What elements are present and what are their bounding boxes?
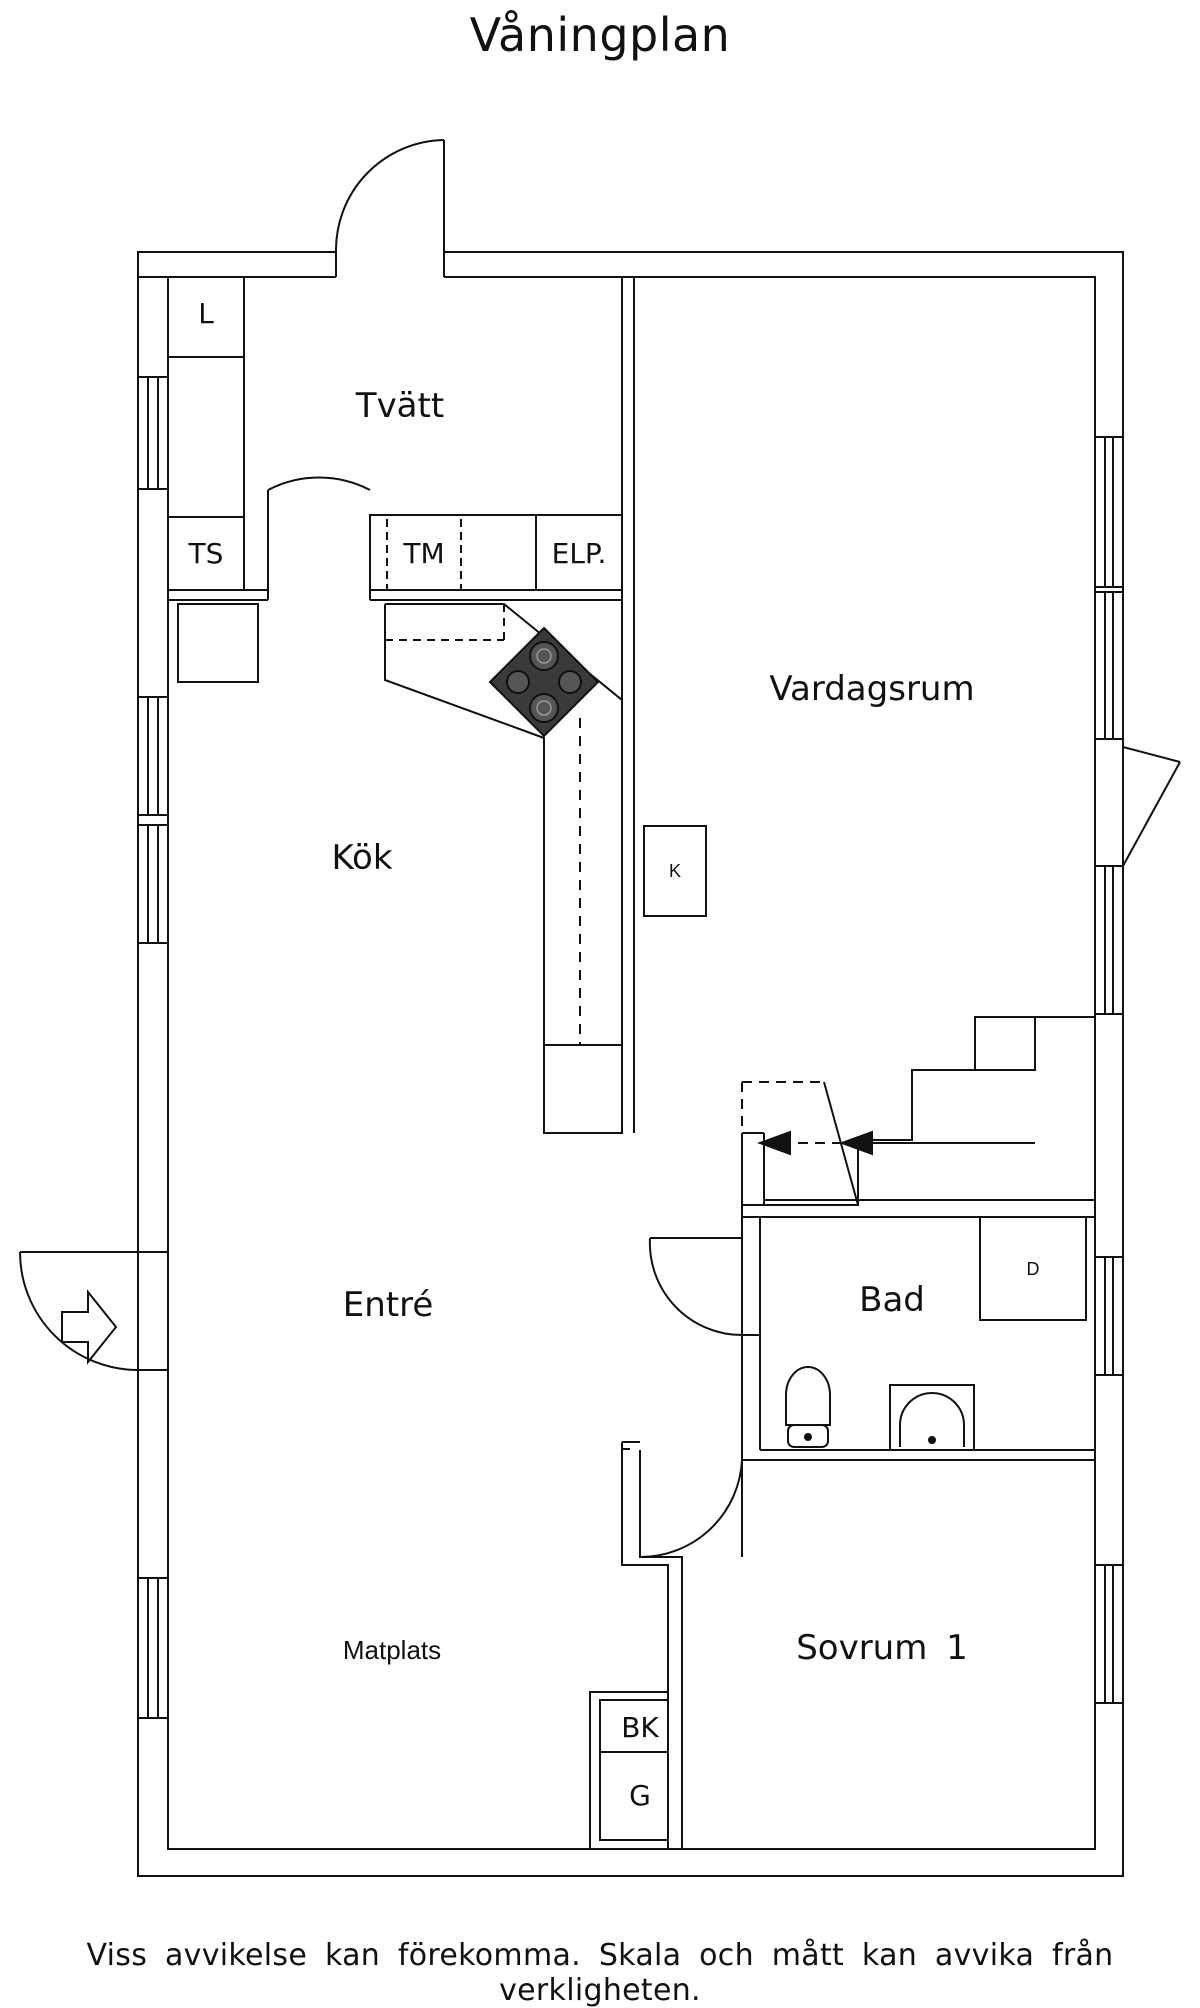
stove <box>488 626 600 738</box>
outer-walls <box>137 251 1124 1877</box>
plan-title: Våningplan <box>469 8 731 62</box>
room-label-entre: Entré <box>343 1285 434 1325</box>
dryer-d <box>979 1216 1087 1321</box>
bedroom-door[interactable] <box>639 1459 743 1559</box>
fixture-label-l: L <box>198 297 214 330</box>
room-label-kok: Kök <box>331 838 392 878</box>
laundry-door[interactable] <box>267 476 371 600</box>
laundry-exterior-door[interactable] <box>334 139 445 277</box>
room-label-matplats: Matplats <box>343 1635 441 1665</box>
stair-arrows <box>757 1130 873 1156</box>
fireplace-k <box>643 825 707 917</box>
dining-boundary <box>167 1448 630 1465</box>
living-room-terrace-door[interactable] <box>1122 746 1181 867</box>
closet-bk-g <box>589 1691 669 1849</box>
fixture-label-g: G <box>629 1779 651 1812</box>
fixture-label-d: D <box>1027 1259 1040 1279</box>
bathroom-walls <box>741 1205 1095 1461</box>
sink <box>889 1384 975 1451</box>
entrance-door[interactable] <box>19 1251 168 1371</box>
room-label-sovrum: Sovrum 1 <box>796 1628 968 1668</box>
disclaimer-note: Viss avvikelse kan förekomma. Skala och … <box>86 1938 1114 2008</box>
fixture-label-k: K <box>669 861 681 881</box>
kitchen-counter <box>384 603 623 1134</box>
toilet <box>785 1366 831 1448</box>
bathroom-door[interactable] <box>648 1237 760 1337</box>
windows-right <box>1094 436 1124 1704</box>
fixture-label-ts: TS <box>188 537 224 570</box>
kitchen-living-wall <box>621 277 635 1133</box>
stairs <box>741 1016 1095 1206</box>
room-label-bad: Bad <box>859 1280 925 1320</box>
windows-left <box>137 376 169 1719</box>
room-label-tvatt: Tvätt <box>355 386 444 426</box>
kitchen-cabinet-left <box>177 603 259 683</box>
room-label-vardagsrum: Vardagsrum <box>769 669 974 709</box>
fixture-label-bk: BK <box>621 1711 659 1744</box>
fixture-label-tm: TM <box>402 537 444 570</box>
fixture-label-elp: ELP. <box>552 537 607 570</box>
